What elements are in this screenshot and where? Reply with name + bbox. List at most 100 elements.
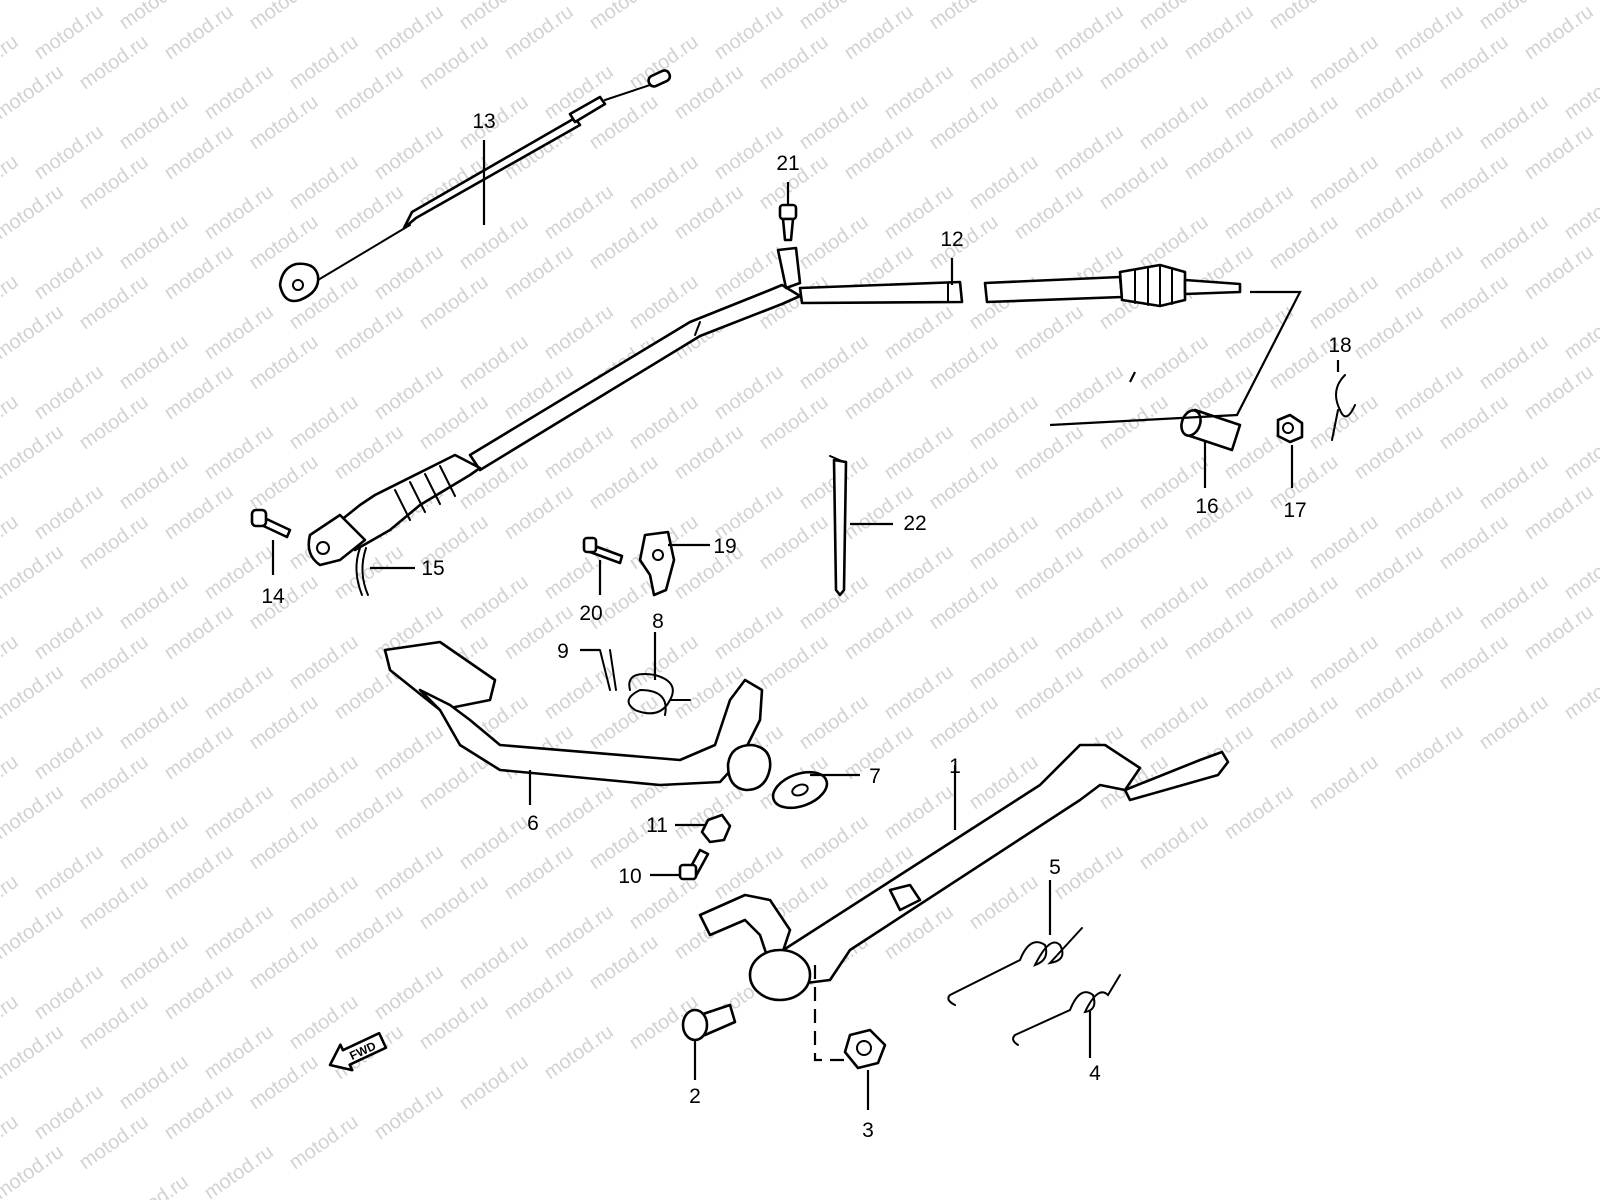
watermark-text: motod.ru	[0, 181, 68, 244]
watermark-text: motod.ru	[880, 541, 957, 604]
watermark-text: motod.ru	[540, 301, 617, 364]
part-21-bolt[interactable]	[778, 203, 798, 242]
watermark-text: motod.ru	[795, 811, 872, 874]
callout-9: 9	[557, 640, 569, 663]
watermark-text: motod.ru	[1010, 661, 1087, 724]
watermark-text: motod.ru	[1435, 151, 1512, 214]
part-17-collar[interactable]	[1276, 413, 1304, 444]
watermark-text: motod.ru	[1560, 61, 1600, 124]
part-3-nut[interactable]	[843, 1028, 887, 1070]
watermark-text: motod.ru	[0, 0, 68, 4]
watermark-text: motod.ru	[0, 511, 23, 574]
watermark-text: motod.ru	[625, 631, 702, 694]
watermark-text: motod.ru	[1050, 841, 1127, 904]
watermark-text: motod.ru	[0, 1141, 68, 1200]
watermark-text: motod.ru	[840, 1, 917, 64]
watermark-text: motod.ru	[1135, 811, 1212, 874]
part-5-spring[interactable]	[947, 927, 1083, 1006]
callout-1: 1	[949, 755, 961, 778]
watermark-text: motod.ru	[795, 331, 872, 394]
watermark-text: motod.ru	[1265, 691, 1342, 754]
part-11-nut[interactable]	[700, 813, 732, 844]
watermark-text: motod.ru	[115, 571, 192, 634]
watermark-text: motod.ru	[1220, 541, 1297, 604]
watermark-text: motod.ru	[160, 361, 237, 424]
watermark-text: motod.ru	[370, 721, 447, 784]
callout-16: 16	[1195, 495, 1218, 518]
watermark-text: motod.ru	[370, 361, 447, 424]
part-1-side-stand[interactable]	[698, 743, 1230, 1002]
part-7-washer[interactable]	[768, 765, 832, 814]
part-6-brake-pedal[interactable]	[383, 640, 772, 792]
watermark-text: motod.ru	[200, 181, 277, 244]
watermark-text: motod.ru	[1180, 601, 1257, 664]
part-14-pin[interactable]	[250, 508, 292, 539]
watermark-text: motod.ru	[880, 661, 957, 724]
watermark-text: motod.ru	[1350, 661, 1427, 724]
callout-18: 18	[1328, 334, 1351, 357]
watermark-text: motod.ru	[585, 691, 662, 754]
watermark-text: motod.ru	[1560, 661, 1600, 724]
part-2-bolt[interactable]	[681, 1003, 737, 1042]
watermark-text: motod.ru	[0, 871, 23, 934]
callout-11: 11	[646, 814, 668, 837]
watermark-text: motod.ru	[160, 481, 237, 544]
watermark-text: motod.ru	[200, 781, 277, 844]
watermark-text: motod.ru	[925, 0, 1002, 34]
callout-21: 21	[776, 152, 799, 175]
watermark-text: motod.ru	[115, 211, 192, 274]
watermark-text: motod.ru	[415, 271, 492, 334]
watermark-text: motod.ru	[1390, 721, 1467, 784]
part-9-pin[interactable]	[599, 649, 617, 691]
watermark-text: motod.ru	[115, 0, 192, 34]
watermark-text: motod.ru	[795, 571, 872, 634]
watermark-text: motod.ru	[1435, 391, 1512, 454]
callout-7: 7	[869, 765, 881, 788]
part-18-clip[interactable]	[1331, 374, 1356, 441]
part-16-sleeve[interactable]	[1178, 408, 1242, 452]
part-10-bolt[interactable]	[678, 848, 710, 881]
callout-8: 8	[652, 610, 664, 633]
part-22-pin[interactable]	[829, 455, 848, 597]
watermark-text: motod.ru	[455, 811, 532, 874]
part-20-screw[interactable]	[582, 536, 624, 565]
watermark-text: motod.ru	[540, 181, 617, 244]
part-15-cotter-pin[interactable]	[355, 547, 369, 596]
watermark-text: motod.ru	[1265, 571, 1342, 634]
watermark-text: motod.ru	[160, 1081, 237, 1144]
watermark-text: motod.ru	[245, 1051, 322, 1114]
part-13-cable[interactable]	[278, 69, 672, 303]
watermark-text: motod.ru	[840, 121, 917, 184]
watermark-text: motod.ru	[0, 391, 23, 454]
callout-13: 13	[472, 110, 495, 133]
part-4-spring[interactable]	[1012, 974, 1121, 1046]
watermark-text: motod.ru	[965, 151, 1042, 214]
part-8-spring[interactable]	[627, 673, 691, 716]
watermark-text: motod.ru	[200, 1021, 277, 1084]
part-19-bracket[interactable]	[638, 530, 676, 597]
watermark-text: motod.ru	[925, 451, 1002, 514]
watermark-text: motod.ru	[330, 301, 407, 364]
watermark-text: motod.ru	[285, 151, 362, 214]
watermark-text: motod.ru	[285, 871, 362, 934]
watermark-text: motod.ru	[1475, 0, 1552, 34]
watermark-text: motod.ru	[500, 1, 577, 64]
part-12-brake-cable[interactable]	[307, 246, 1242, 567]
watermark-text: motod.ru	[965, 31, 1042, 94]
watermark-text: motod.ru	[965, 511, 1042, 574]
watermark-text: motod.ru	[965, 391, 1042, 454]
watermark-text: motod.ru	[1350, 0, 1427, 4]
watermark-text: motod.ru	[880, 61, 957, 124]
watermark-text: motod.ru	[1265, 0, 1342, 34]
watermark-text: motod.ru	[0, 1021, 68, 1084]
watermark-text: motod.ru	[755, 631, 832, 694]
watermark-text: motod.ru	[200, 301, 277, 364]
watermark-text: motod.ru	[1010, 421, 1087, 484]
watermark-text: motod.ru	[1135, 691, 1212, 754]
watermark-text: motod.ru	[245, 931, 322, 994]
watermark-text: motod.ru	[1520, 601, 1597, 664]
watermark-text: motod.ru	[160, 841, 237, 904]
watermark-text: motod.ru	[1010, 0, 1087, 4]
watermark-text: motod.ru	[1390, 601, 1467, 664]
watermark-text: motod.ru	[1390, 481, 1467, 544]
